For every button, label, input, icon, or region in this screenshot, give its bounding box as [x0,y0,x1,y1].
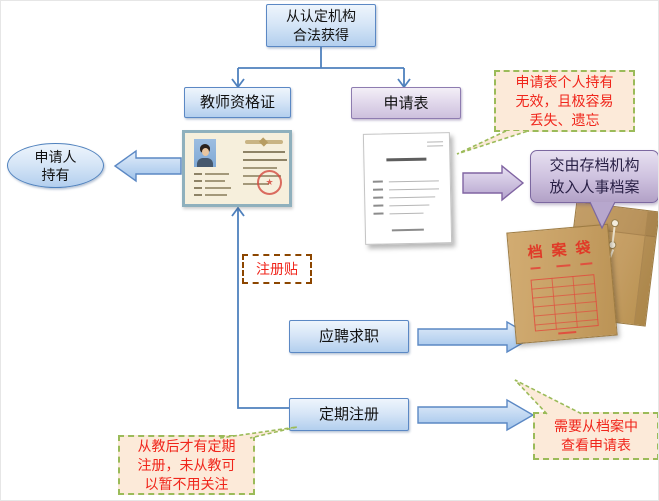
node-certificate: 教师资格证 [184,87,291,118]
archive-bag-table [530,274,599,332]
arrow-periodic-registration [417,398,535,432]
archive-bag-front: 档案袋 [506,223,618,345]
archive-bag-image: 档案袋 [506,201,658,345]
tail-form-invalid [456,130,529,155]
node-holder: 申请人 持有 [7,143,104,188]
node-source-line2: 合法获得 [293,26,349,43]
callout-form-invalid: 申请表个人持有 无效，且极容易 丢失、遗忘 [494,70,635,132]
certificate-red-seal: ★ [257,170,282,195]
arrow-certificate-to-holder [113,149,182,183]
application-form-image [362,132,453,245]
arrowhead-to-certificate [231,78,245,89]
tail-check-form [514,379,583,415]
node-periodic-registration-label: 定期注册 [318,406,379,423]
node-holder-line1: 申请人 [34,148,77,165]
node-job-hunting-label: 应聘求职 [318,328,379,345]
arrow-form-to-archive [462,164,525,202]
node-application-form-label: 申请表 [383,94,429,112]
node-job-hunting: 应聘求职 [289,320,409,353]
certificate-photo [194,139,216,167]
form-footer-line [391,228,424,232]
form-title-line [386,157,427,162]
arrowhead-to-certificate-image [231,206,245,217]
label-registration-sticker: 注册贴 [242,254,312,284]
callout-periodic-note: 从教后才有定期 注册，未从教可 以暂不用关注 [118,435,255,495]
node-holder-line2: 持有 [41,166,70,183]
callout-archive: 交由存档机构 放入人事档案 [530,150,658,203]
node-source: 从认定机构 合法获得 [266,4,376,47]
arrowhead-to-application-form [397,78,411,89]
connector-registration-to-certificate [237,209,289,409]
node-certificate-label: 教师资格证 [199,94,275,111]
callout-check-form: 需要从档案中 查看申请表 [533,412,658,460]
archive-bag-title: 档案袋 [526,238,601,262]
registration-sticker-text: 注册贴 [256,261,298,277]
node-periodic-registration: 定期注册 [289,398,409,431]
node-source-line1: 从认定机构 [286,7,356,24]
portrait-torso [197,158,213,167]
portrait-face [201,148,209,156]
certificate-image: ★ [182,130,292,207]
connector-source-split [237,47,405,86]
certificate-ornament [245,140,283,144]
node-application-form: 申请表 [351,87,461,119]
